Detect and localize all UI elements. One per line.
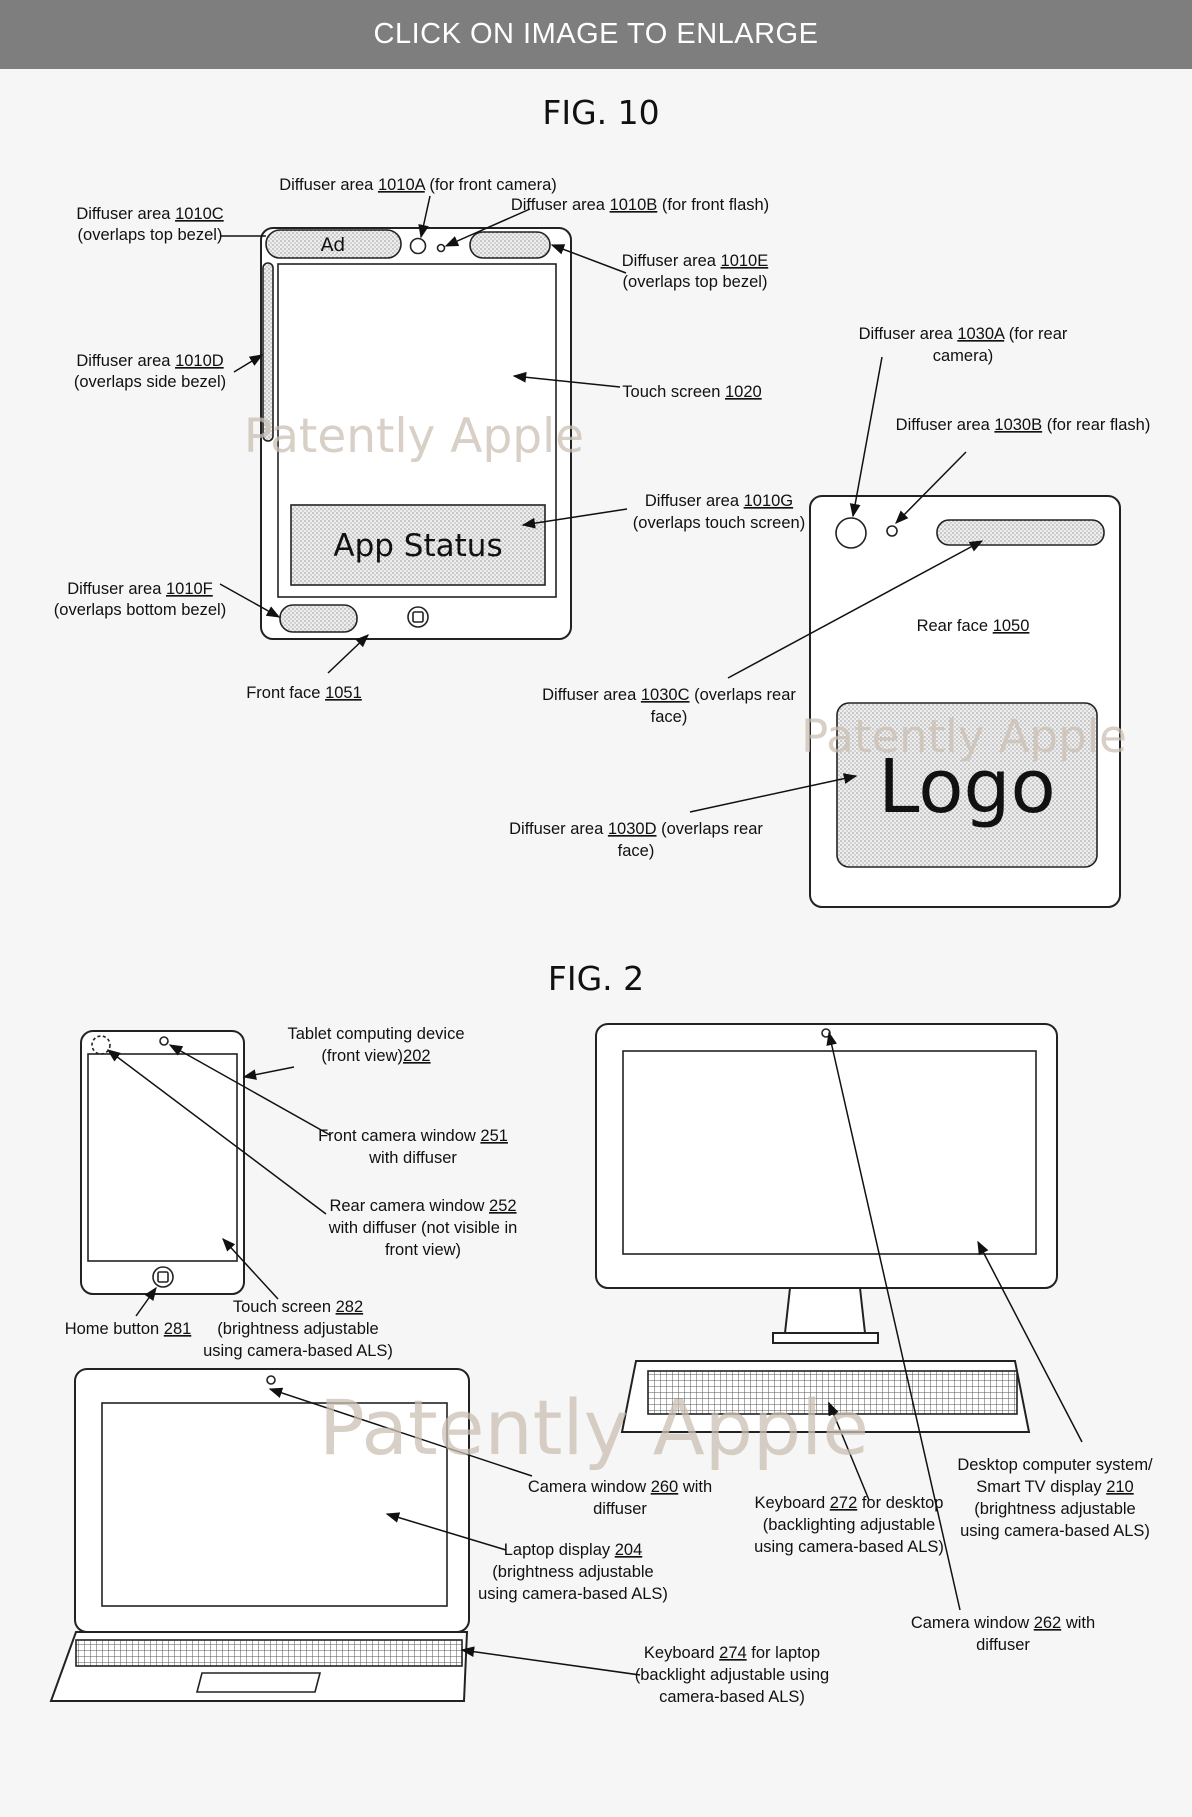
label-desktop-210-line4: using camera-based ALS) xyxy=(960,1522,1150,1540)
label-desktop-210-line2: Smart TV display 210 xyxy=(976,1478,1133,1496)
label-diffuser-1010e: Diffuser area 1010E xyxy=(622,252,768,270)
label-diffuser-1030d: Diffuser area 1030D (overlaps rear xyxy=(509,820,763,838)
watermark-3: Patently Apple xyxy=(319,1383,869,1472)
label-touch-screen-282-line2: (brightness adjustable xyxy=(217,1320,378,1338)
label-diffuser-1030d-line2: face) xyxy=(618,842,655,860)
diffuser-1010g xyxy=(290,504,546,586)
logo-label: Logo xyxy=(878,744,1055,830)
diffuser-1010e xyxy=(469,231,551,259)
label-tablet-202: Tablet computing device xyxy=(287,1025,464,1043)
label-rear-face-1050: Rear face 1050 xyxy=(917,617,1030,635)
watermark-2: Patently Apple xyxy=(801,710,1127,763)
label-front-face-1051: Front face 1051 xyxy=(246,684,362,702)
front-camera-diffuser-1010a xyxy=(409,237,427,255)
label-tablet-202-line2: (front view)202 xyxy=(321,1047,430,1065)
keyboard-274 xyxy=(75,1639,463,1667)
label-diffuser-1030b: Diffuser area 1030B (for rear flash) xyxy=(896,416,1151,434)
label-home-button-281: Home button 281 xyxy=(65,1320,192,1338)
label-diffuser-1010e-line2: (overlaps top bezel) xyxy=(623,273,768,291)
label-laptop-display-204: Laptop display 204 xyxy=(504,1541,643,1559)
watermark-1: Patently Apple xyxy=(244,409,584,464)
label-diffuser-1010c-line2: (overlaps top bezel) xyxy=(78,226,223,244)
label-front-camera-251-line2: with diffuser xyxy=(368,1149,457,1167)
label-diffuser-1010b: Diffuser area 1010B (for front flash) xyxy=(511,196,769,214)
label-diffuser-1010d: Diffuser area 1010D xyxy=(76,352,223,370)
label-diffuser-1010f-line2: (overlaps bottom bezel) xyxy=(54,601,226,619)
label-touch-screen-282: Touch screen 282 xyxy=(233,1298,363,1316)
label-touch-screen-1020: Touch screen 1020 xyxy=(622,383,761,401)
patent-figure[interactable]: FIG. 10 Ad App Status Diffuser area 1010… xyxy=(0,69,1192,1817)
label-diffuser-1030a: Diffuser area 1030A (for rear xyxy=(859,325,1068,343)
tablet-home-button-icon xyxy=(152,1266,174,1288)
ad-label: Ad xyxy=(321,234,346,256)
label-touch-screen-282-line3: using camera-based ALS) xyxy=(203,1342,393,1360)
rear-flash-diffuser-1030b xyxy=(886,525,898,537)
tablet-home-button-square-icon xyxy=(157,1271,169,1283)
label-diffuser-1030c: Diffuser area 1030C (overlaps rear xyxy=(542,686,796,704)
laptop-trackpad xyxy=(195,1672,322,1693)
label-rear-camera-252-line3: front view) xyxy=(385,1241,461,1259)
desktop-stand-base xyxy=(772,1332,879,1344)
label-desktop-210-line3: (brightness adjustable xyxy=(974,1500,1135,1518)
label-diffuser-1010d-line2: (overlaps side bezel) xyxy=(74,373,226,391)
tablet-touch-screen-282 xyxy=(87,1053,238,1262)
laptop-device xyxy=(49,1368,470,1702)
label-desktop-210: Desktop computer system/ xyxy=(957,1456,1153,1474)
diffuser-1010c xyxy=(265,229,402,259)
home-button-square-icon xyxy=(412,611,424,623)
label-diffuser-1030c-line2: face) xyxy=(651,708,688,726)
front-flash-diffuser-1010b xyxy=(436,243,446,253)
label-diffuser-1030a-line2: camera) xyxy=(933,347,994,365)
label-front-camera-251: Front camera window 251 xyxy=(318,1127,508,1145)
diffuser-1010f xyxy=(279,604,358,633)
front-camera-window-251-icon xyxy=(159,1036,169,1046)
label-camera-window-262: Camera window 262 with xyxy=(911,1614,1095,1632)
label-keyboard-272-line2: (backlighting adjustable xyxy=(763,1516,935,1534)
desktop-stand-neck xyxy=(783,1287,867,1334)
enlarge-image-banner[interactable]: CLICK ON IMAGE TO ENLARGE xyxy=(0,0,1192,69)
rear-device: Logo xyxy=(809,495,1121,908)
label-diffuser-1010g: Diffuser area 1010G xyxy=(645,492,793,510)
label-rear-camera-252: Rear camera window 252 xyxy=(329,1197,516,1215)
rear-camera-window-252-icon xyxy=(91,1035,111,1055)
fig10-title: FIG. 10 xyxy=(542,93,659,132)
label-keyboard-274-line2: (backlight adjustable using xyxy=(635,1666,829,1684)
front-device: Ad App Status xyxy=(260,227,572,640)
label-camera-window-262-line2: diffuser xyxy=(976,1636,1030,1654)
diffuser-1030d xyxy=(836,702,1098,868)
label-keyboard-274-line3: camera-based ALS) xyxy=(659,1688,805,1706)
laptop-display-204 xyxy=(101,1402,448,1607)
patent-drawing: FIG. 10 Ad App Status Diffuser area 1010… xyxy=(49,93,1153,1706)
desktop-system-210 xyxy=(595,1023,1058,1433)
rear-camera-diffuser-1030a xyxy=(835,517,867,549)
camera-window-260-icon xyxy=(266,1375,276,1385)
label-camera-window-260: Camera window 260 with xyxy=(528,1478,712,1496)
tablet-device-202 xyxy=(80,1030,245,1295)
home-button-icon xyxy=(407,606,429,628)
label-diffuser-1010f: Diffuser area 1010F xyxy=(67,580,213,598)
label-laptop-display-204-line2: (brightness adjustable xyxy=(492,1563,653,1581)
desktop-display xyxy=(622,1050,1037,1255)
label-keyboard-274: Keyboard 274 for laptop xyxy=(644,1644,820,1662)
label-diffuser-1010c: Diffuser area 1010C xyxy=(76,205,223,223)
diffuser-1010d xyxy=(262,262,274,442)
label-camera-window-260-line2: diffuser xyxy=(593,1500,647,1518)
app-status-label: App Status xyxy=(333,528,502,564)
diffuser-1030c xyxy=(936,519,1105,546)
label-keyboard-272-line3: using camera-based ALS) xyxy=(754,1538,944,1556)
label-laptop-display-204-line3: using camera-based ALS) xyxy=(478,1585,668,1603)
label-diffuser-1010a: Diffuser area 1010A (for front camera) xyxy=(279,176,557,194)
label-diffuser-1010g-line2: (overlaps touch screen) xyxy=(633,514,805,532)
fig2-title: FIG. 2 xyxy=(548,959,644,998)
label-keyboard-272: Keyboard 272 for desktop xyxy=(755,1494,944,1512)
label-rear-camera-252-line2: with diffuser (not visible in xyxy=(328,1219,518,1237)
